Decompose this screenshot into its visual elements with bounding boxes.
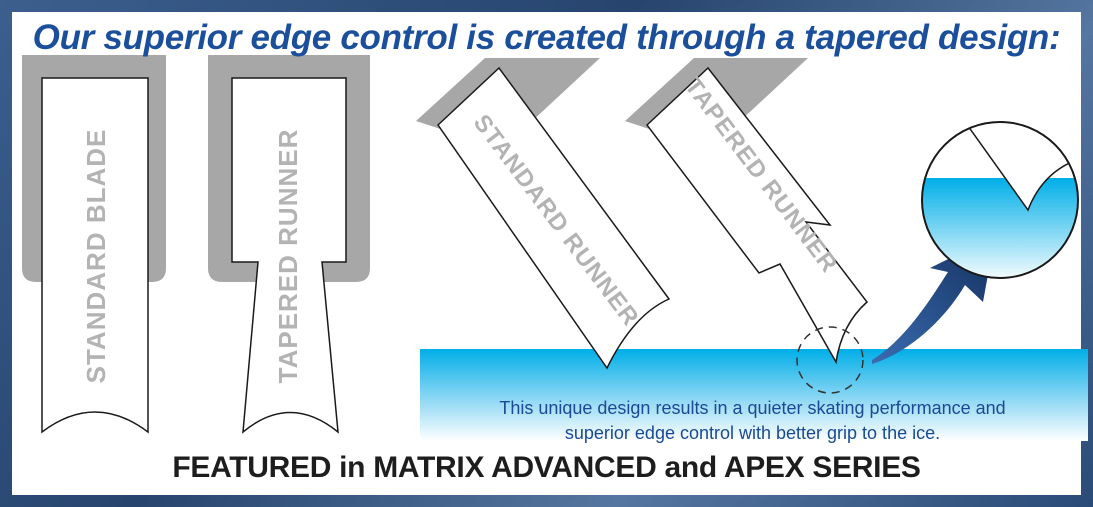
tapered-runner-vertical-figure: TAPERED RUNNER [208, 55, 370, 434]
caption-line-1: This unique design results in a quieter … [499, 398, 1006, 418]
tapered-runner-runner [231, 77, 347, 434]
ice-caption: This unique design results in a quieter … [420, 396, 1085, 446]
caption-line-2: superior edge control with better grip t… [564, 423, 941, 443]
standard-runner-angled-figure: STANDARD RUNNER [416, 58, 671, 370]
headline: Our superior edge control is created thr… [32, 18, 1061, 57]
featured-series-footer: FEATURED in MATRIX ADVANCED and APEX SER… [172, 451, 921, 484]
standard-blade-label: STANDARD BLADE [81, 129, 111, 384]
magnified-edge-view [921, 121, 1079, 279]
standard-blade-runner [41, 77, 149, 434]
tapered-runner-angled-figure: TAPERED RUNNER [625, 58, 869, 365]
ice-surface [420, 349, 1088, 441]
standard-runner-runner [437, 66, 671, 370]
contact-highlight-circle [796, 326, 864, 394]
tapered-runner-angled-runner [645, 66, 869, 365]
tapered-runner-vertical-label: TAPERED RUNNER [273, 129, 303, 384]
standard-runner-label: STANDARD RUNNER [468, 110, 644, 332]
standard-blade-figure: STANDARD BLADE [22, 55, 166, 434]
